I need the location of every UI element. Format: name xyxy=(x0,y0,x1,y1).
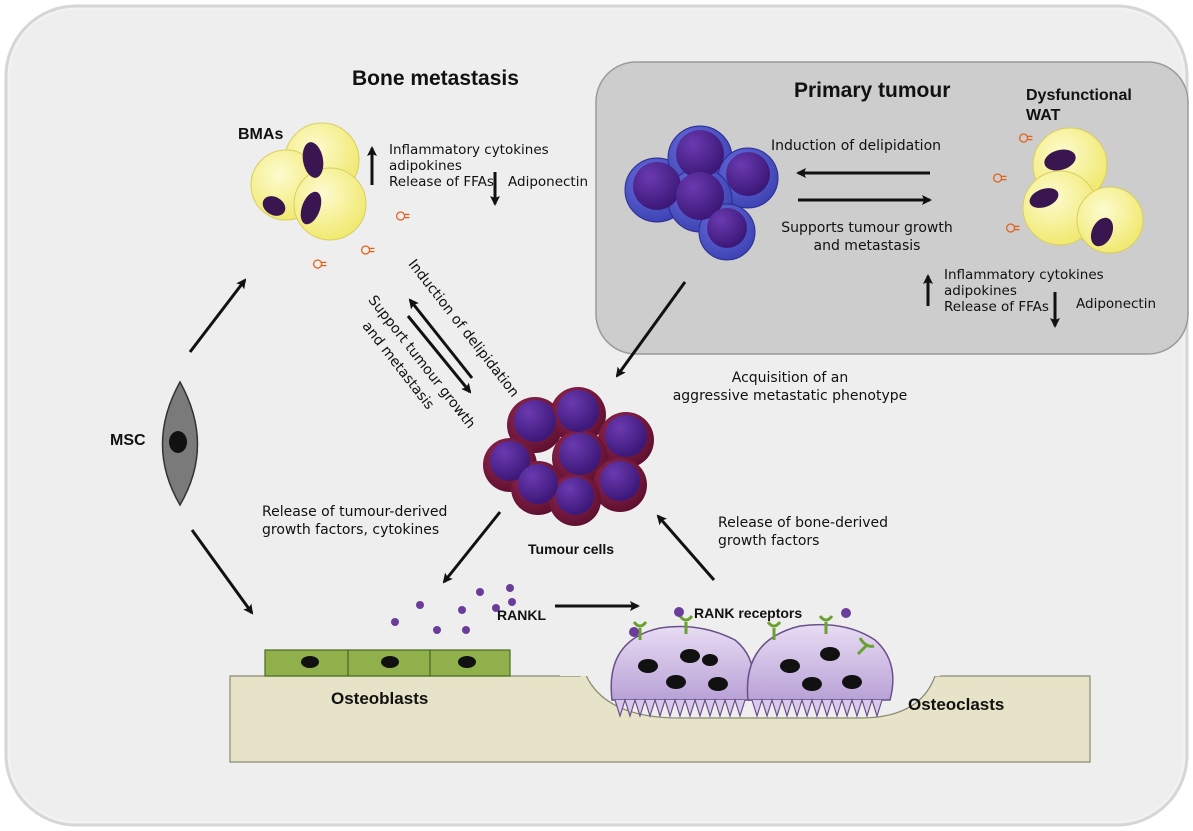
bma-up-line-1: Inflammatory cytokines xyxy=(389,142,549,158)
title-primary-tumour: Primary tumour xyxy=(794,79,951,102)
wat-up-line-2: adipokines xyxy=(944,283,1017,299)
growth-factor-dots xyxy=(391,584,851,637)
bone-release-line-2: growth factors xyxy=(718,533,820,549)
label-rank-receptors: RANK receptors xyxy=(694,605,803,621)
bma-down-label: Adiponectin xyxy=(508,174,589,190)
label-bmas: BMAs xyxy=(238,126,284,143)
msc-cell xyxy=(161,380,199,507)
acquisition-line-1: Acquisition of an xyxy=(731,370,849,386)
arrow-tumour-release xyxy=(442,511,502,584)
primary-induction-label: Induction of delipidation xyxy=(771,138,942,154)
arrow-acquisition xyxy=(615,281,687,378)
label-osteoclasts: Osteoclasts xyxy=(908,695,1005,714)
bone-release-line-1: Release of bone-derived xyxy=(718,515,889,531)
bone-matrix xyxy=(229,654,1091,763)
label-msc: MSC xyxy=(110,432,146,449)
osteoblasts-layer xyxy=(264,649,511,677)
arrow-bone-support xyxy=(406,315,472,394)
bma-up-line-3: Release of FFAs xyxy=(389,174,494,190)
arrow-msc-to-bma xyxy=(188,278,247,353)
primary-tumour-box xyxy=(595,61,1189,355)
label-tumour-cells: Tumour cells xyxy=(528,541,615,557)
primary-supports-line-2: and metastasis xyxy=(813,238,921,254)
primary-tumour-cells xyxy=(624,125,779,261)
tumour-cells xyxy=(483,387,654,526)
wat-adipocytes xyxy=(1022,127,1144,254)
label-osteoblasts: Osteoblasts xyxy=(331,689,429,708)
wat-down-label: Adiponectin xyxy=(1076,296,1157,312)
arrow-bone-induction xyxy=(408,298,474,379)
tumour-release-line-1: Release of tumour-derived xyxy=(262,504,448,520)
primary-supports-line-1: Supports tumour growth xyxy=(781,220,953,236)
label-rankl: RANKL xyxy=(497,607,546,623)
arrow-bone-release xyxy=(656,514,716,581)
tumour-release-line-2: growth factors, cytokines xyxy=(262,522,440,538)
bma-adipocytes xyxy=(250,122,367,241)
rank-receptors xyxy=(632,615,875,656)
arrow-msc-to-osteoblast xyxy=(190,529,254,615)
wat-up-line-3: Release of FFAs xyxy=(944,299,1049,315)
osteoclasts-group xyxy=(610,623,894,719)
acquisition-line-2: aggressive metastatic phenotype xyxy=(672,388,908,404)
wat-up-line-1: Inflammatory cytokines xyxy=(944,267,1104,283)
title-dysfunctional-wat: Dysfunctional WAT xyxy=(1026,87,1132,124)
title-bone-metastasis: Bone metastasis xyxy=(352,67,519,90)
bma-up-line-2: adipokines xyxy=(389,158,462,174)
